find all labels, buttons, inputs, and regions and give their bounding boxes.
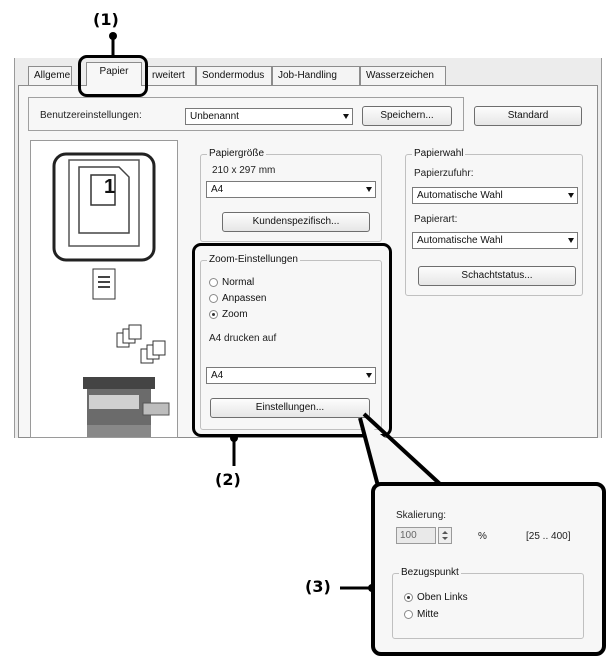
- radio-checked-icon: [404, 593, 413, 602]
- highlight-zoom-group: [192, 243, 392, 437]
- print-on-value: A4: [211, 370, 224, 381]
- tray-status-button[interactable]: Schachtstatus...: [418, 266, 576, 286]
- callout-1-dot: [109, 32, 117, 40]
- zoom-option-anpassen[interactable]: Anpassen: [209, 293, 266, 304]
- paper-size-title: Papiergröße: [207, 148, 267, 160]
- paper-dimensions: 210 x 297 mm: [212, 165, 276, 176]
- chevron-down-icon: [366, 187, 372, 192]
- chevron-down-icon: [568, 193, 574, 198]
- paper-source-group: Papierwahl: [405, 148, 583, 296]
- radio-checked-icon: [209, 310, 218, 319]
- tab-sondermodus[interactable]: Sondermodus: [196, 66, 272, 85]
- zoom-option-label: Zoom: [222, 309, 248, 320]
- zoom-settings-button[interactable]: Einstellungen...: [210, 398, 370, 418]
- radio-icon: [209, 294, 218, 303]
- custom-size-button[interactable]: Kundenspezifisch...: [222, 212, 370, 232]
- paper-type-value: Automatische Wahl: [417, 235, 503, 246]
- tab-job-handling[interactable]: Job-Handling: [272, 66, 360, 85]
- paper-feed-value: Automatische Wahl: [417, 190, 503, 201]
- paper-feed-select[interactable]: Automatische Wahl: [412, 187, 578, 204]
- ref-option-label: Mitte: [417, 609, 439, 620]
- user-settings-value: Unbenannt: [190, 111, 239, 122]
- zoom-option-normal[interactable]: Normal: [209, 277, 254, 288]
- tab-wasserzeichen[interactable]: Wasserzeichen: [360, 66, 446, 85]
- scale-label: Skalierung:: [396, 510, 447, 521]
- paper-source-title: Papierwahl: [412, 148, 466, 160]
- callout-2-dot: [230, 434, 238, 442]
- reference-point-group: Bezugspunkt: [392, 567, 584, 639]
- callout-3-label: (3): [305, 577, 331, 596]
- paper-size-value: A4: [211, 184, 224, 195]
- tab-papier[interactable]: Papier: [86, 62, 142, 86]
- chevron-down-icon: [568, 238, 574, 243]
- paper-feed-label: Papierzufuhr:: [414, 168, 474, 179]
- standard-button[interactable]: Standard: [474, 106, 582, 126]
- printer-preview-illustration: [52, 152, 170, 437]
- scale-spinner[interactable]: [438, 527, 452, 544]
- paper-type-select[interactable]: Automatische Wahl: [412, 232, 578, 249]
- print-on-label: A4 drucken auf: [209, 333, 277, 344]
- scale-range: [25 .. 400]: [526, 531, 571, 542]
- callout-2-label: (2): [215, 470, 241, 489]
- chevron-down-icon: [366, 373, 372, 378]
- ref-option-label: Oben Links: [417, 592, 468, 603]
- paper-type-label: Papierart:: [414, 214, 458, 225]
- ref-option-top-left[interactable]: Oben Links: [404, 592, 468, 603]
- zoom-settings-title: Zoom-Einstellungen: [207, 254, 300, 266]
- user-settings-select[interactable]: Unbenannt: [185, 108, 353, 125]
- zoom-wedge-left: [358, 417, 380, 487]
- zoom-settings-group: Zoom-Einstellungen: [200, 254, 382, 430]
- reference-point-title: Bezugspunkt: [399, 567, 461, 579]
- preview-page-number: 1: [104, 176, 116, 198]
- tab-strip: Allgeme Papier rweitert Sondermodus Job-…: [14, 62, 602, 86]
- paper-size-group: Papiergröße: [200, 148, 382, 242]
- radio-icon: [404, 610, 413, 619]
- preview-pane: 1: [30, 140, 178, 438]
- zoom-option-label: Normal: [222, 277, 255, 288]
- print-on-select[interactable]: A4: [206, 367, 376, 384]
- radio-icon: [209, 278, 218, 287]
- callout-1-label: (1): [93, 10, 119, 29]
- zoom-wedge-right: [362, 412, 442, 486]
- zoom-option-label: Anpassen: [222, 293, 267, 304]
- chevron-down-icon: [343, 114, 349, 119]
- tab-allgemein[interactable]: Allgeme: [28, 66, 72, 85]
- user-settings-label: Benutzereinstellungen:: [40, 110, 142, 121]
- save-button[interactable]: Speichern...: [362, 106, 452, 126]
- zoom-option-zoom[interactable]: Zoom: [209, 309, 248, 320]
- scale-input[interactable]: 100: [396, 527, 436, 544]
- paper-size-select[interactable]: A4: [206, 181, 376, 198]
- spinner-arrows-icon: [442, 531, 448, 540]
- scale-unit: %: [478, 531, 487, 542]
- ref-option-center[interactable]: Mitte: [404, 609, 439, 620]
